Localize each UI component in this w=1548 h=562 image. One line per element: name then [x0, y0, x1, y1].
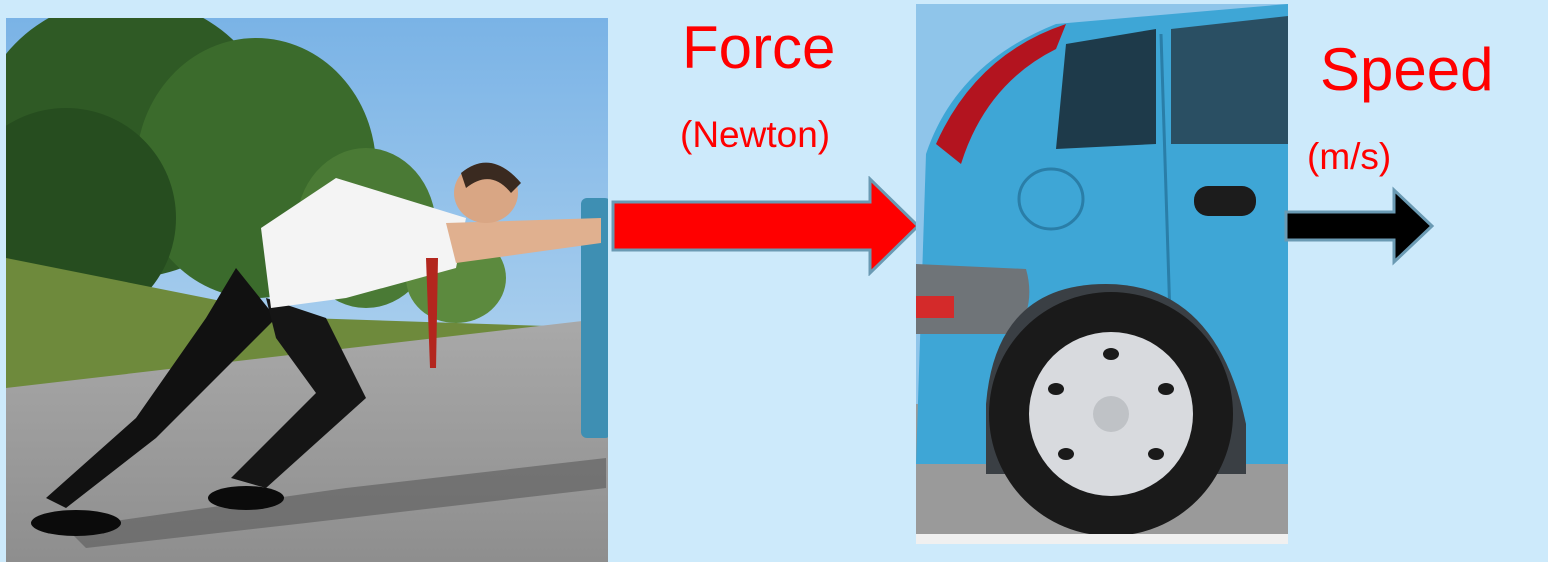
- right-arrow-icon: [608, 175, 924, 277]
- car-illustration: [916, 4, 1288, 544]
- speed-label: Speed: [1320, 36, 1494, 103]
- speed-unit-label: (m/s): [1307, 136, 1392, 177]
- man-pushing-illustration: [6, 18, 608, 562]
- right-arrow-icon: [1282, 186, 1442, 266]
- force-label: Force: [682, 14, 836, 81]
- force-unit-label: (Newton): [680, 114, 831, 155]
- car-photo: [916, 4, 1288, 544]
- speed-arrow-shape: [1284, 186, 1435, 266]
- man-pushing-photo: [6, 18, 608, 562]
- force-arrow-shape: [611, 175, 921, 277]
